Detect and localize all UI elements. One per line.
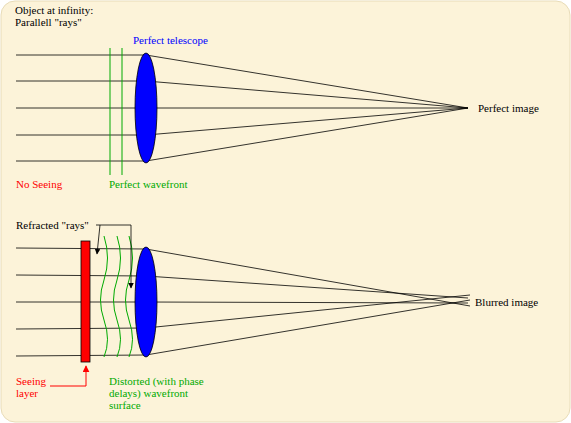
telescope-lens [135, 247, 157, 357]
telescope-lens [135, 53, 157, 163]
rays-label: Refracted "rays" [16, 219, 89, 231]
wavefront-label: Distorted (with phase delays) wavefront … [109, 375, 219, 411]
wavefront-label: Perfect wavefront [109, 178, 188, 190]
parallel-rays [16, 55, 468, 161]
seeing-layer [81, 241, 90, 362]
object-note: Object at infinity: Parallell "rays" [15, 4, 115, 28]
telescope-label: Perfect telescope [133, 34, 208, 46]
image-label: Blurred image [475, 296, 538, 308]
perfect-wavefront [110, 48, 122, 175]
distorted-wavefront [101, 236, 133, 357]
seeing-pointer [50, 366, 86, 386]
seeing-label: Seeing layer [16, 375, 61, 399]
seeing-label: No Seeing [16, 178, 62, 190]
pointer-arrows [96, 225, 131, 288]
image-label: Perfect image [478, 102, 539, 114]
